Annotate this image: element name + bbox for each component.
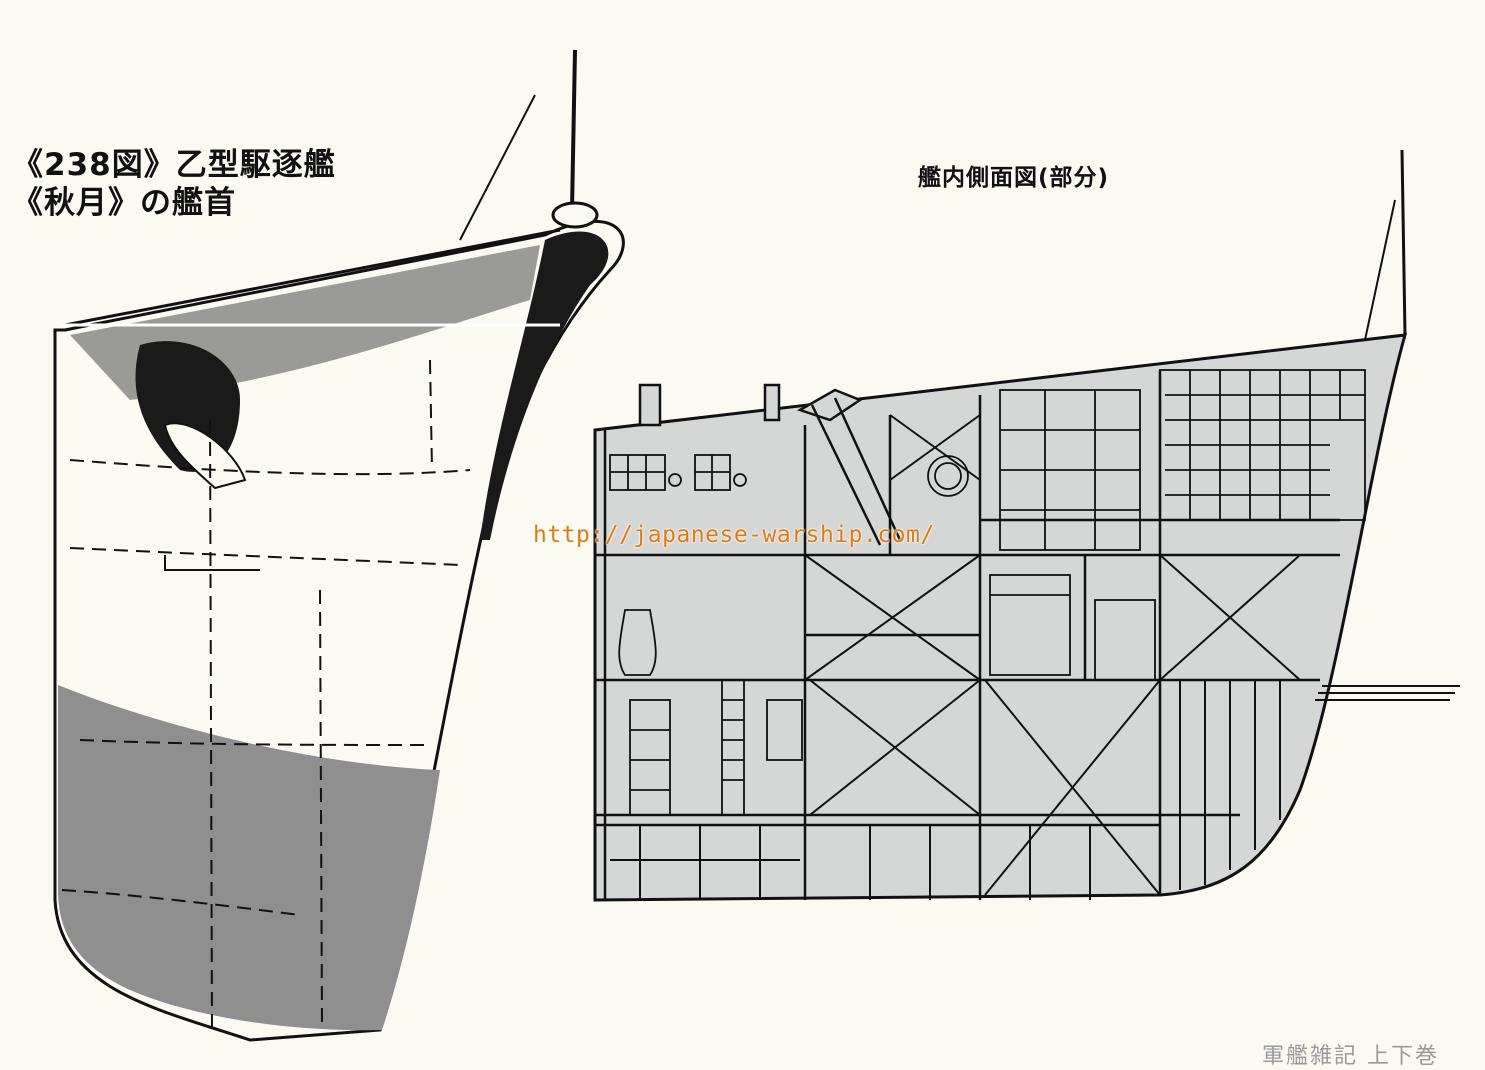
figure-caption: 《238図》乙型駆逐艦 《秋月》の艦首 — [12, 146, 336, 222]
caption-line-1: 《238図》乙型駆逐艦 — [12, 147, 336, 183]
watermark-url: http://japanese-warship.com/ — [533, 522, 935, 548]
section-title: 艦内側面図(部分) — [918, 165, 1110, 191]
bow-exterior-view — [53, 49, 625, 1042]
bow-interior-section — [593, 149, 1460, 902]
caption-line-2: 《秋月》の艦首 — [12, 185, 236, 221]
source-credit: 軍艦雑記 上下巻 — [1262, 1044, 1439, 1069]
